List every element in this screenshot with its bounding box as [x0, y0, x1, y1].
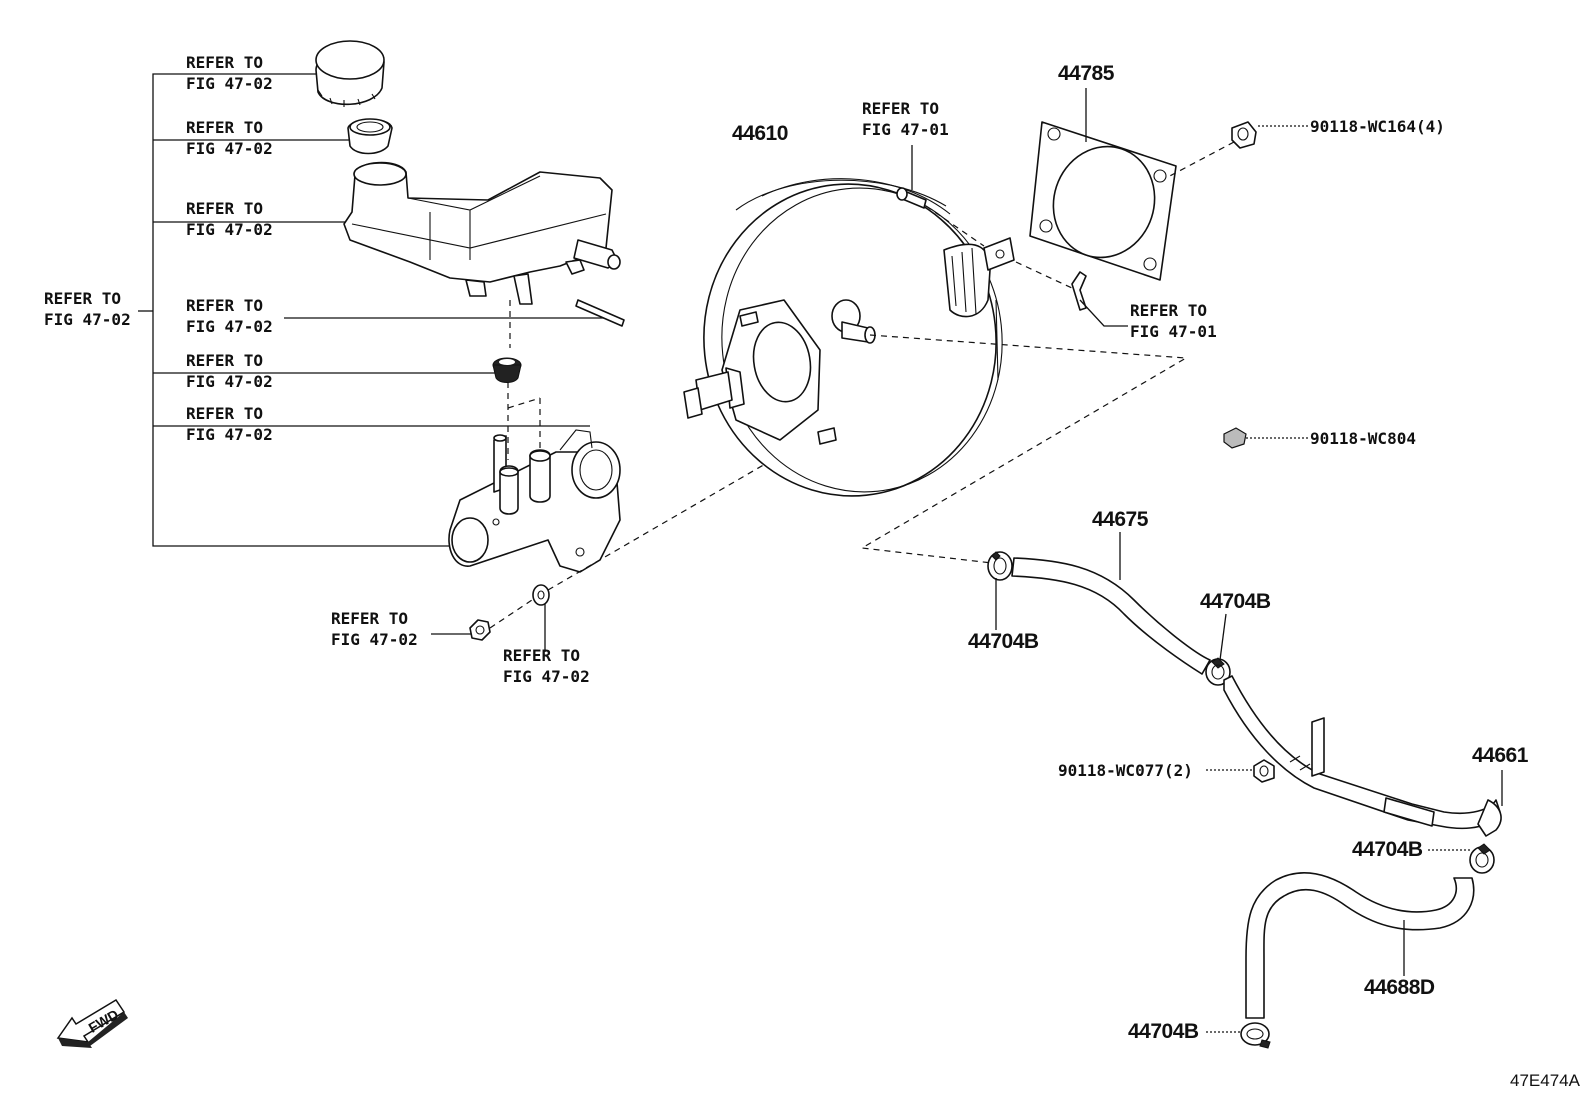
- brake-reservoir-tank: [343, 161, 621, 305]
- svg-text:FIG 47-02: FIG 47-02: [186, 220, 273, 239]
- pipe-mount-nut: [1253, 759, 1275, 783]
- svg-text:FIG 47-02: FIG 47-02: [186, 139, 273, 158]
- svg-text:REFER TO: REFER TO: [186, 53, 263, 72]
- svg-text:REFER TO: REFER TO: [186, 199, 263, 218]
- booster-mount-nut: [1231, 121, 1257, 149]
- svg-text:REFER TO: REFER TO: [862, 99, 939, 118]
- reservoir-pin: [575, 299, 625, 327]
- fwd-arrow-icon: FWD: [56, 998, 128, 1048]
- svg-text:REFER TO: REFER TO: [503, 646, 580, 665]
- svg-text:FIG 47-01: FIG 47-01: [1130, 322, 1217, 341]
- svg-text:REFER TO: REFER TO: [186, 351, 263, 370]
- clamp-2-leader: [1219, 613, 1227, 661]
- clevis-pin: [896, 187, 927, 209]
- svg-text:FIG 47-02: FIG 47-02: [44, 310, 131, 329]
- refer-label-nut: REFER TO FIG 47-02: [331, 609, 478, 649]
- clevis-clip: [1071, 271, 1087, 311]
- grommet-dash-3: [507, 397, 541, 409]
- valve-hose-dash: [860, 334, 1188, 564]
- reservoir-grommet: [492, 357, 522, 383]
- svg-text:REFER TO: REFER TO: [186, 118, 263, 137]
- svg-text:FIG 47-02: FIG 47-02: [186, 317, 273, 336]
- part-number-clamp-1: 44704B: [968, 630, 1039, 653]
- nut-dash: [489, 597, 536, 629]
- reservoir-group-bracket: [138, 73, 615, 547]
- svg-text:FIG 47-02: FIG 47-02: [331, 630, 418, 649]
- pin-dash: [925, 205, 985, 247]
- part-number-clamp-2: 44704B: [1200, 590, 1271, 613]
- refer-label-clevis-clip: REFER TO FIG 47-01: [1130, 301, 1217, 341]
- hose-clamp-1: [987, 551, 1013, 581]
- hose-clamp-2: [1205, 657, 1231, 686]
- svg-text:FIG 47-02: FIG 47-02: [186, 425, 273, 444]
- refer-label-cap: REFER TO FIG 47-02: [186, 53, 273, 93]
- part-number-hose-lower: 44688D: [1364, 976, 1435, 999]
- refer-label-washer: REFER TO FIG 47-02: [503, 598, 590, 686]
- refer-label-group: REFER TO FIG 47-02: [44, 289, 131, 329]
- part-number-nut-4: 90118-WC164(4): [1310, 117, 1445, 136]
- vacuum-hose-lower: [1245, 872, 1475, 1019]
- refer-label-grommet: REFER TO FIG 47-02: [186, 351, 273, 391]
- master-cylinder-washer: [532, 584, 550, 606]
- booster-gasket: [1029, 121, 1177, 281]
- svg-text:FIG 47-01: FIG 47-01: [862, 120, 949, 139]
- refer-label-oring: REFER TO FIG 47-02: [186, 404, 273, 444]
- refer-label-pin: REFER TO FIG 47-02: [186, 296, 273, 336]
- svg-text:FIG 47-02: FIG 47-02: [186, 74, 273, 93]
- figure-code: 47E474A: [1510, 1071, 1581, 1090]
- svg-text:FIG 47-02: FIG 47-02: [186, 372, 273, 391]
- refer-label-clevis-pin: REFER TO FIG 47-01: [862, 99, 949, 139]
- refer-label-reservoir: REFER TO FIG 47-02: [186, 199, 273, 239]
- nut-gasket-dash: [1165, 141, 1235, 179]
- vacuum-pipe: [1223, 675, 1502, 837]
- master-cylinder: [448, 429, 621, 573]
- hose-clamp-3: [1469, 843, 1495, 874]
- svg-text:FIG 47-02: FIG 47-02: [503, 667, 590, 686]
- refer-label-strainer: REFER TO FIG 47-02: [186, 118, 273, 158]
- part-number-pipe: 44661: [1472, 744, 1529, 767]
- svg-text:REFER TO: REFER TO: [44, 289, 121, 308]
- clip-dash: [1015, 261, 1073, 289]
- reservoir-cap: [315, 40, 385, 107]
- svg-text:REFER TO: REFER TO: [186, 404, 263, 423]
- svg-text:REFER TO: REFER TO: [1130, 301, 1207, 320]
- part-number-clip-bolt: 90118-WC804: [1310, 429, 1416, 448]
- reservoir-strainer: [347, 118, 393, 155]
- vacuum-hose-upper: [1011, 557, 1211, 675]
- hose-clip-bolt: [1223, 427, 1247, 449]
- part-number-hose-upper: 44675: [1092, 508, 1149, 531]
- part-number-booster: 44610: [732, 122, 788, 145]
- part-number-nut-2: 90118-WC077(2): [1058, 761, 1193, 780]
- clip-leader: [1079, 299, 1128, 327]
- part-number-clamp-4: 44704B: [1128, 1020, 1199, 1043]
- master-cylinder-nut: [469, 619, 491, 641]
- part-number-clamp-3: 44704B: [1352, 838, 1423, 861]
- svg-text:REFER TO: REFER TO: [331, 609, 408, 628]
- hose-clamp-4: [1240, 1022, 1271, 1049]
- brake-booster: [683, 178, 1015, 497]
- part-number-gasket: 44785: [1058, 62, 1115, 85]
- svg-text:REFER TO: REFER TO: [186, 296, 263, 315]
